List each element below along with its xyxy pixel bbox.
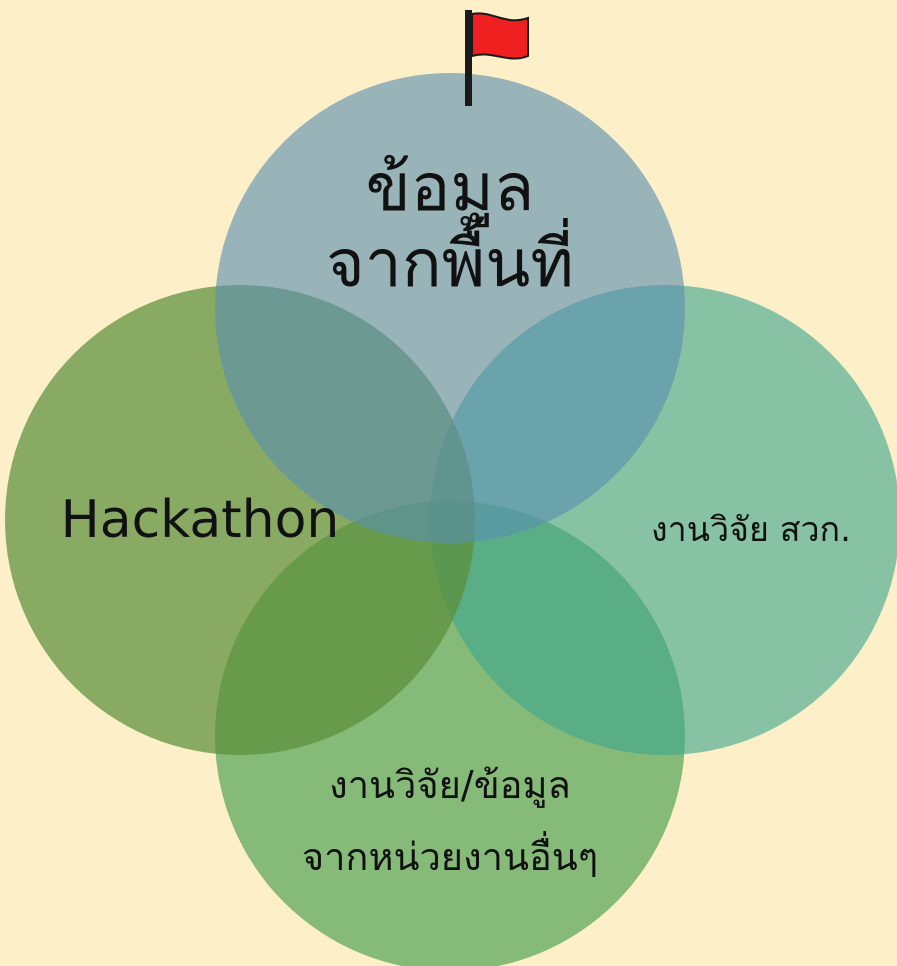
- flag-icon: [465, 10, 529, 106]
- label-left-circle: Hackathon: [30, 488, 370, 552]
- flag-cloth: [471, 12, 529, 60]
- label-top-circle: ข้อมูล จากพื้นที่: [260, 150, 640, 302]
- label-left-line-1: Hackathon: [60, 490, 340, 550]
- label-right-line-1: งานวิจัย สวก.: [651, 510, 851, 550]
- label-top-line-2: จากพื้นที่: [326, 225, 574, 302]
- label-right-circle: งานวิจัย สวก.: [606, 508, 896, 552]
- label-bottom-line-2: จากหน่วยงานอื่นๆ: [301, 835, 599, 879]
- label-bottom-circle: งานวิจัย/ข้อมูล จากหน่วยงานอื่นๆ: [240, 760, 660, 882]
- circle-top: [215, 73, 685, 543]
- label-bottom-line-1: งานวิจัย/ข้อมูล: [329, 763, 571, 807]
- label-top-line-1: ข้อมูล: [365, 149, 535, 226]
